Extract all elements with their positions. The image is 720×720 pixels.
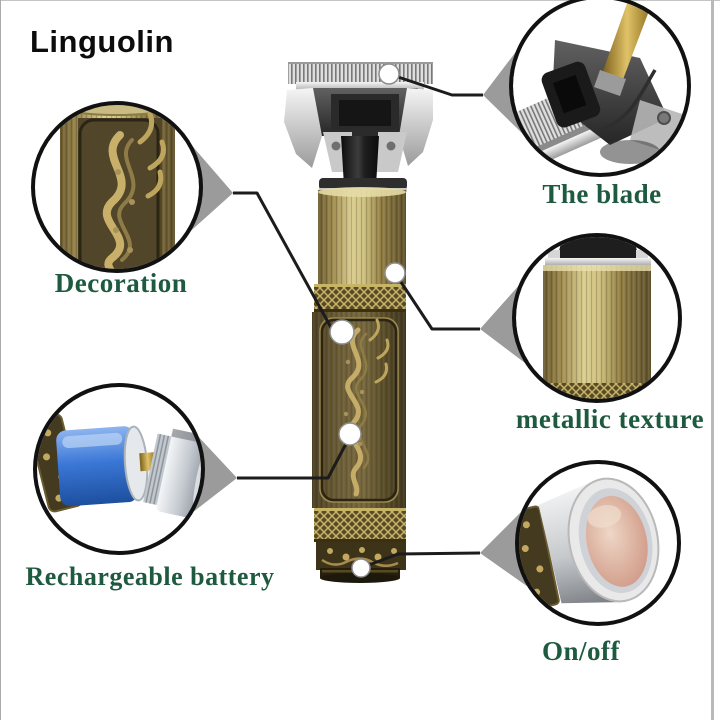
trimmer-knurled-ring-lower bbox=[314, 508, 406, 542]
metallic-texture-bubble bbox=[512, 233, 682, 403]
battery-bubble bbox=[33, 383, 205, 555]
trimmer-knurled-ring-upper bbox=[314, 284, 406, 312]
connector-metallic bbox=[393, 272, 480, 331]
callout-label-blade: The blade bbox=[542, 179, 662, 209]
decoration-bubble bbox=[31, 101, 203, 273]
callout-label-metallic-texture: metallic texture bbox=[515, 404, 705, 434]
callout-label-rechargeable-battery: Rechargeable battery bbox=[25, 562, 275, 591]
brand-logo-text: Linguolin bbox=[30, 24, 174, 59]
connector-onoff bbox=[360, 551, 481, 570]
trimmer-dragon-engraving bbox=[312, 312, 406, 508]
anchor-dot-metallic bbox=[384, 262, 406, 284]
anchor-dots bbox=[329, 63, 406, 578]
anchor-dot-onoff bbox=[351, 558, 371, 578]
image-right-border bbox=[711, 0, 714, 720]
connector-decoration bbox=[233, 191, 336, 334]
connector-battery bbox=[237, 435, 352, 480]
blade-bubble bbox=[509, 0, 691, 177]
anchor-dot-battery bbox=[338, 422, 362, 446]
trimmer-illustration bbox=[284, 62, 433, 583]
anchor-dot-decoration bbox=[329, 319, 355, 345]
connector-blade bbox=[388, 72, 483, 97]
onoff-bubble bbox=[515, 460, 681, 626]
anchor-dot-blade bbox=[378, 63, 400, 85]
callout-label-onoff: On/off bbox=[541, 636, 621, 666]
callout-label-decoration: Decoration bbox=[54, 268, 188, 298]
callout-connectors bbox=[233, 72, 483, 570]
